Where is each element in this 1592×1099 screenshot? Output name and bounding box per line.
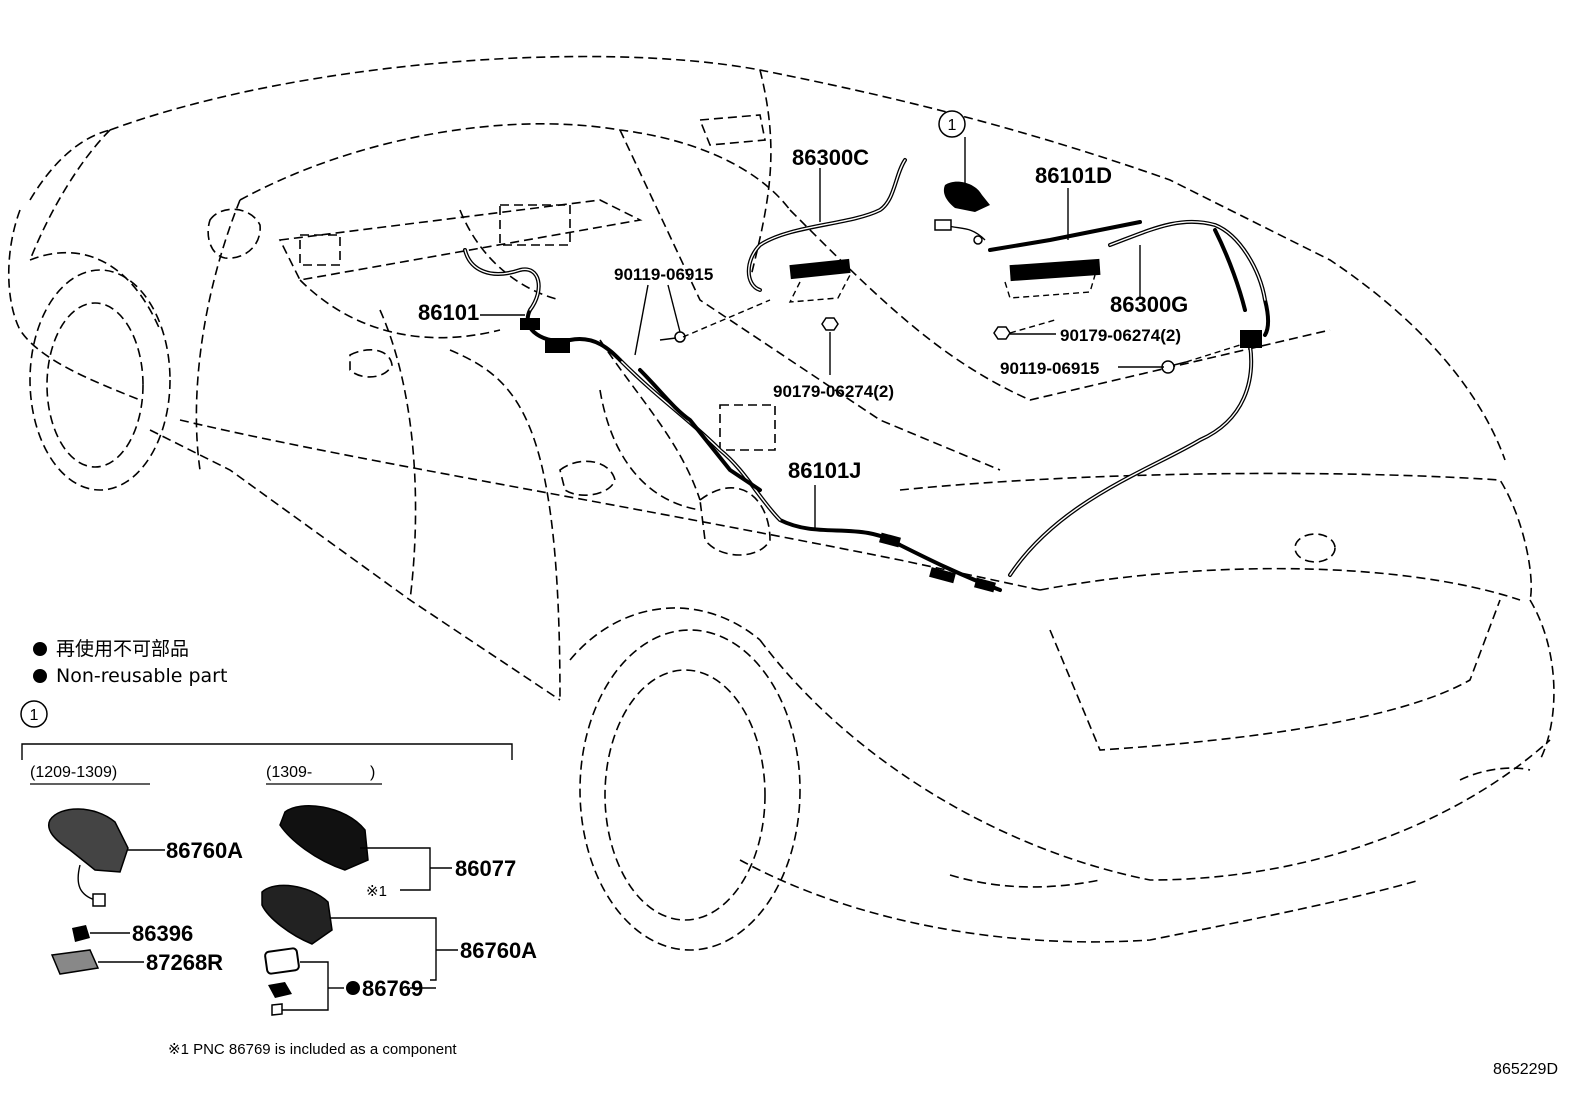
nut-icon — [268, 982, 292, 998]
label-86101J: 86101J — [788, 458, 861, 483]
label-86077: 86077 — [455, 856, 516, 881]
antenna-base-86760A-icon — [261, 884, 333, 945]
label-90119-06915-front: 90119-06915 — [614, 265, 713, 284]
label-86300C: 86300C — [792, 145, 869, 170]
label-90179-06274-rear: 90179-06274(2) — [1060, 326, 1181, 345]
inset-callout-label: 1 — [30, 707, 39, 724]
legend-en-text: Non-reusable part — [56, 665, 227, 687]
leader-lines — [480, 137, 1241, 530]
non-reusable-bullet-icon — [33, 669, 47, 683]
non-reusable-bullet-icon — [33, 642, 47, 656]
screw-icon — [271, 1003, 283, 1016]
callout-circle-main — [938, 110, 966, 138]
diagram-ref-code: 865229D — [1493, 1061, 1558, 1078]
inset-detail: 1 (1209-1309) (1309- ) 86760A 86396 8726… — [20, 700, 537, 1016]
legend: 再使用不可部品 Non-reusable part — [33, 638, 227, 687]
footnote-text: ※1 PNC 86769 is included as a component — [168, 1041, 457, 1058]
bolt-90119-front-icon — [659, 331, 686, 343]
car-body-outline — [7, 55, 1555, 951]
antenna-amplifier-rear — [1009, 258, 1101, 282]
pad-86396-icon — [72, 925, 90, 942]
label-86101D: 86101D — [1035, 163, 1112, 188]
label-86760A-a: 86760A — [166, 838, 243, 863]
antenna-cover-86077-icon — [279, 805, 369, 871]
label-86300G: 86300G — [1110, 292, 1188, 317]
inset-range-b: (1309- — [266, 764, 312, 781]
label-86101: 86101 — [418, 300, 479, 325]
callout-circle-inset — [20, 700, 48, 728]
label-86760A-b: 86760A — [460, 938, 537, 963]
label-86396: 86396 — [132, 921, 193, 946]
gasket-icon — [264, 947, 300, 975]
inset-range-a: (1209-1309) — [30, 764, 117, 781]
inset-range-b-close: ) — [370, 764, 375, 781]
nut-90179-rear-icon — [993, 326, 1011, 340]
antenna-harnesses — [463, 158, 1270, 593]
clip-87268R-icon — [50, 949, 100, 975]
legend-jp-text: 再使用不可部品 — [56, 638, 189, 660]
non-reusable-mark-icon — [346, 981, 360, 995]
shark-fin-antenna-a-icon — [48, 808, 129, 873]
roof-antenna-icon — [943, 181, 990, 212]
nut-90179-front-icon — [821, 317, 839, 331]
callout-1-label: 1 — [948, 117, 957, 134]
antenna-amplifier-front — [789, 258, 851, 280]
label-87268R: 87268R — [146, 950, 223, 975]
bolt-90119-rear-icon — [1161, 360, 1187, 374]
label-90179-06274-front: 90179-06274(2) — [773, 382, 894, 401]
inset-note-mark: ※1 — [366, 883, 387, 900]
label-90119-06915-rear: 90119-06915 — [1000, 359, 1099, 378]
